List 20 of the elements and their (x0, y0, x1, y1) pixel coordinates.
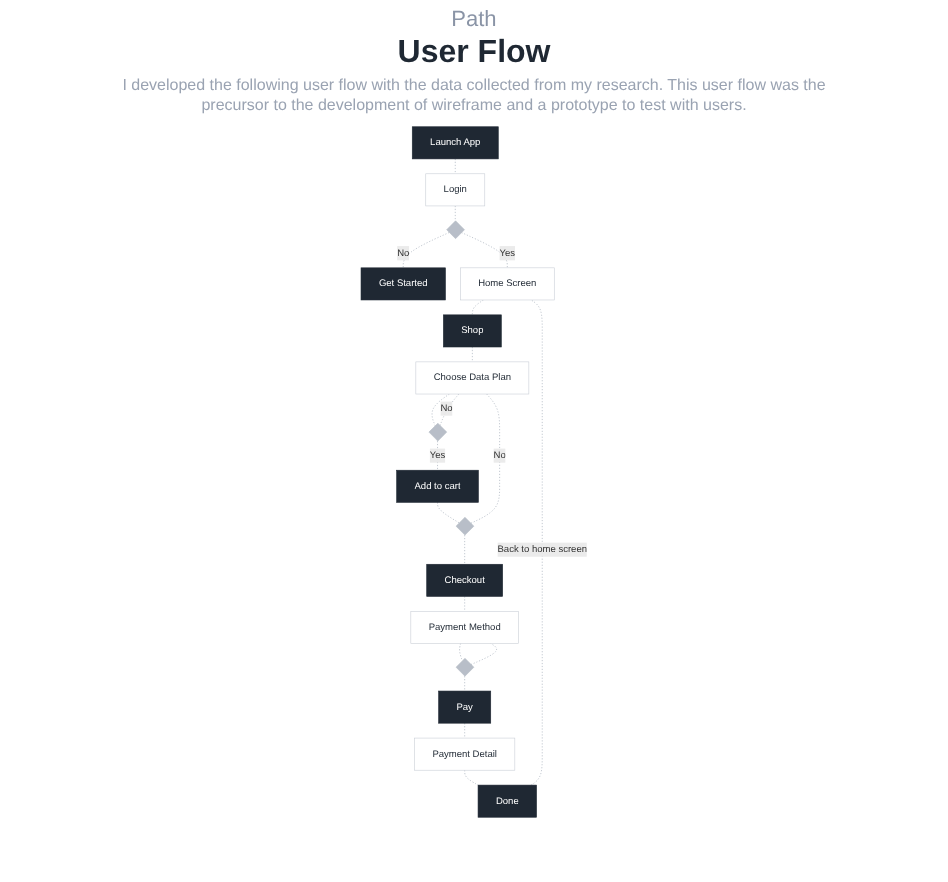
subtitle: Path (449, 8, 499, 32)
connector (454, 205, 456, 221)
connector (470, 393, 500, 524)
node-diamond (455, 657, 475, 677)
connector (402, 231, 450, 268)
connector (461, 231, 508, 268)
node-diamond (428, 422, 448, 441)
connector (439, 393, 460, 426)
connector (472, 299, 484, 315)
connector (470, 642, 497, 665)
connector (464, 675, 465, 691)
title: User Flow (395, 36, 553, 72)
connector (437, 501, 460, 523)
node-diamond (455, 516, 475, 535)
connector (530, 299, 543, 785)
description-paragraph: I developed the following user flow with the data collected from my research. This user flow was the precursor to the development of wireframe and a prototype to test with users. (120, 76, 828, 118)
connector (459, 642, 463, 661)
node-diamond (446, 220, 465, 239)
connector (464, 534, 465, 565)
connector (431, 393, 450, 426)
